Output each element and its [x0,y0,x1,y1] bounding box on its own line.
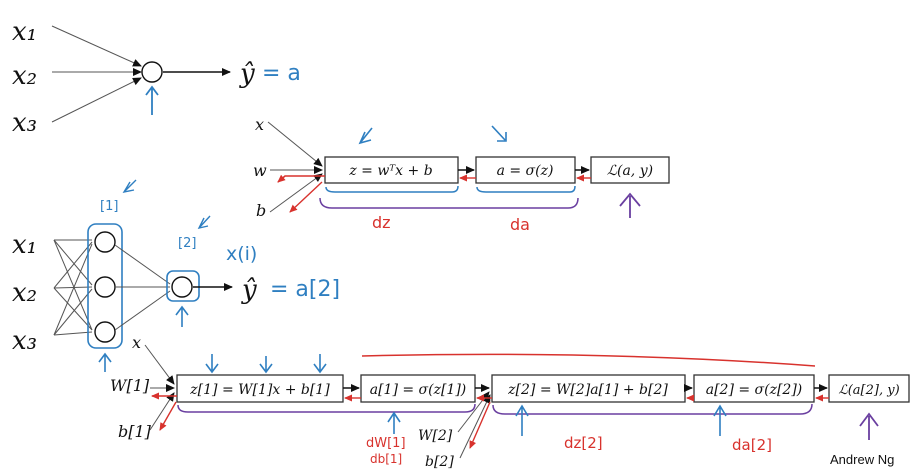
layer1-highlight [87,223,123,349]
blue-up-arrow-hidden [98,352,112,372]
blue-up-arrow-a2 [713,404,727,436]
top-box-loss [590,156,670,184]
bottom-box-loss [828,374,910,403]
example-label: x(i) [226,243,257,265]
top-box-loss-label: ℒ(a, y) [607,163,653,179]
bottom-box-z2-label: z[2] = W[2]a[1] + b[2] [507,382,668,398]
bottom-box-z1 [176,374,344,403]
blue-up-arrow-a1 [387,411,401,434]
grad-label-da: da [510,215,530,234]
output-neuron [171,276,193,298]
bottom-input-x3: x₃ [12,326,37,356]
blue-up-arrow-z2 [515,404,529,436]
bottom-box-z1-label: z[1] = W[1]x + b[1] [189,382,330,398]
edge-b-to-z [269,173,323,213]
bottom-box-a1-label: a[1] = σ(z[1]) [370,382,467,398]
top-network: x₁ x₂ x₃ ŷ = a [12,17,301,138]
bottom-graph-input-W2: W[2] [418,428,453,444]
bottom-input-x2: x₂ [12,278,37,308]
top-edge-x1 [51,25,142,67]
top-box-z [324,156,459,184]
top-graph-input-b: b [256,201,266,220]
purple-brace-layer2 [492,403,813,415]
top-box-a-label: a = σ(z) [497,163,554,179]
bottom-output-yhat: ŷ [241,275,257,305]
bottom-box-z2 [491,374,686,403]
bottom-input-edges [53,239,93,336]
purple-up-arrow-loss [859,412,879,440]
hidden-neuron-2 [94,276,116,298]
blue-brace-z [325,185,459,193]
grad-label-da2: da[2] [732,436,772,454]
blue-down-arrows [205,354,327,374]
red-back-arrows [151,392,829,449]
red-back-arrow-w [277,174,325,183]
top-graph-input-x: x [255,115,264,134]
blue-check-icon-layer1 [122,179,137,193]
hidden-neuron-1 [94,231,116,253]
edge-x-to-z [267,121,323,167]
purple-up-arrow-icon [619,192,641,218]
bottom-graph-input-W1: W[1] [110,376,150,395]
blue-up-arrow-icon [145,85,159,115]
bottom-input-x1: x₁ [12,230,37,260]
top-input-x3: x₃ [12,108,37,138]
bottom-graph-input-b2: b[2] [425,454,454,470]
grad-label-dW1: dW[1] [366,436,406,451]
bottom-box-a1 [360,374,476,403]
layer2-label: [2] [178,236,196,251]
bottom-output-eq: = a[2] [270,277,340,302]
bottom-box-a2 [693,374,815,403]
top-input-x2: x₂ [12,61,37,91]
red-overline [361,353,816,367]
top-output-yhat: ŷ [239,59,255,89]
blue-brace-a [476,185,576,193]
bottom-box-a2-label: a[2] = σ(z[2]) [706,382,803,398]
top-input-x1: x₁ [12,17,37,47]
bottom-network: x₁ x₂ x₃ [1] [2] x(i) ŷ = a[2] [12,179,340,372]
top-neuron [141,61,163,83]
top-graph-input-w: w [253,161,267,180]
blue-check-arrow-icon [358,127,373,145]
top-box-z-label: z = wᵀx + b [348,163,432,179]
top-graph: x w b z = wᵀx + b a = σ(z) ℒ(a, y) dz da [253,115,670,234]
bottom-graph-input-x: x [132,333,141,352]
purple-brace-layer1 [177,403,476,413]
blue-check-icon-layer2 [197,215,211,230]
top-output-eq: = a [262,61,301,86]
bottom-graph: x W[1] b[1] z[1] = W[1]x + b[1] a[1] = σ… [110,333,910,470]
grad-label-dz2: dz[2] [564,434,603,452]
credit-label: Andrew Ng [830,452,894,467]
bottom-graph-input-b1: b[1] [118,422,152,441]
purple-brace [319,197,579,209]
top-edge-x3 [51,77,142,123]
red-back-arrow-b [289,181,323,213]
layer2-highlight [166,270,200,302]
grad-label-db1: db[1] [370,452,402,466]
grad-label-dz: dz [372,213,391,232]
blue-down-arrow-icon [491,125,507,142]
blue-up-arrow-output [175,305,189,327]
bottom-box-loss-label: ℒ(a[2], y) [838,383,899,398]
layer1-label: [1] [100,199,118,214]
hidden-neuron-3 [94,321,116,343]
